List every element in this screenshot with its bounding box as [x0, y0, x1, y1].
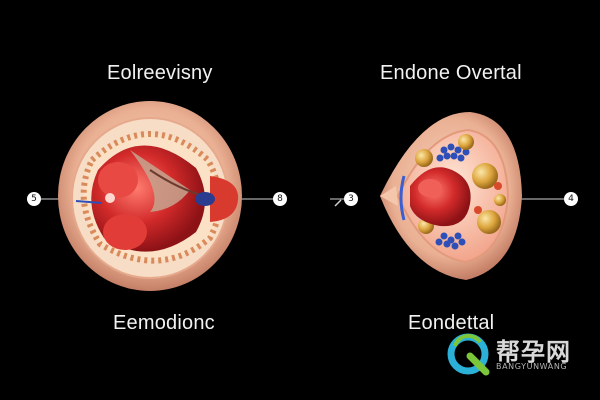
blue-cell-cluster	[435, 143, 470, 250]
marker-3: 3	[344, 192, 358, 206]
label-left-bottom: Eemodionc	[113, 312, 215, 334]
label-right-top: Endone Overtal	[380, 62, 522, 84]
watermark-text: 帮孕网	[496, 338, 571, 366]
left-organ-illustration	[58, 101, 242, 291]
label-left-top: Eolreevisny	[107, 62, 213, 84]
connector-tick	[334, 199, 342, 207]
label-right-bottom: Eondettal	[408, 312, 495, 334]
marker-5: 5	[27, 192, 41, 206]
watermark-subtext: BANGYUNWANG	[496, 362, 568, 371]
marker-8: 8	[273, 192, 287, 206]
right-organ-illustration	[380, 112, 522, 280]
watermark-logo-icon	[447, 333, 490, 376]
watermark: 帮孕网 BANGYUNWANG	[444, 330, 594, 380]
marker-4: 4	[564, 192, 578, 206]
